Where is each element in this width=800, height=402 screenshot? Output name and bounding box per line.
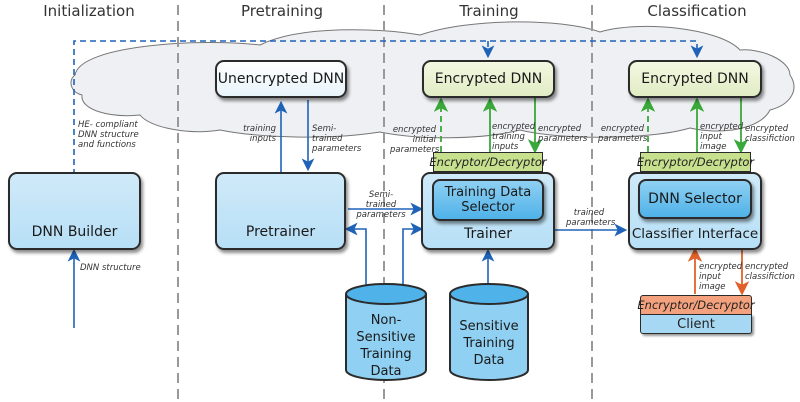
- enc-training-inputs-label: encrypted training inputs: [492, 122, 536, 152]
- sensitive-data-cylinder: [449, 283, 529, 381]
- unencrypted-dnn-box: Unencrypted DNN: [215, 60, 347, 98]
- enc-input-image-label: encrypted input image: [700, 122, 744, 152]
- client-encryptor-decryptor: Encryptor/Decryptor: [637, 295, 755, 315]
- pretrainer-label: Pretrainer: [245, 224, 316, 240]
- semi-trained-right-label: Semi-trained parameters: [356, 190, 406, 220]
- dnn-selector-box: DNN Selector: [638, 179, 752, 219]
- sensitive-data-label: Sensitive Training Data: [459, 319, 519, 368]
- encrypted-dnn-training-box: Encrypted DNN: [422, 60, 555, 98]
- phase-initialization: Initialization: [43, 2, 135, 20]
- phase-pretraining: Pretraining: [241, 2, 323, 20]
- pretrainer-box: Pretrainer: [215, 172, 346, 250]
- enc-parameters-class-label: encrypted parameters: [598, 124, 648, 144]
- encrypted-dnn-label: Encrypted DNN: [641, 71, 749, 87]
- enc-classification-label: encrypted classifiction: [745, 124, 795, 144]
- unencrypted-dnn-label: Unencrypted DNN: [217, 71, 345, 87]
- trained-parameters-label: trained parameters: [566, 208, 616, 228]
- training-data-selector-label: Training Data Selector: [444, 185, 532, 215]
- he-compliant-label: HE- compliant DNN structure and function…: [78, 120, 139, 150]
- phase-classification: Classification: [647, 2, 747, 20]
- encryptor-decryptor-training: Encryptor/Decryptor: [429, 152, 547, 172]
- phase-training: Training: [459, 2, 519, 20]
- dnn-builder-box: DNN Builder: [8, 172, 141, 250]
- encrypted-dnn-label: Encrypted DNN: [434, 71, 543, 87]
- semi-trained-up-label: Semi-trained parameters: [312, 124, 362, 154]
- training-inputs-label: training inputs: [243, 124, 276, 144]
- dnn-builder-label: DNN Builder: [31, 224, 118, 240]
- client-enc-classification-label: encrypted classifiction: [745, 262, 795, 282]
- enc-parameters-training-label: encrypted parameters: [538, 124, 588, 144]
- non-sensitive-to-trainer-arrow: [402, 222, 424, 288]
- non-sensitive-data-label: Non-Sensitive Training Data: [356, 313, 416, 379]
- enc-initial-params-label: encrypted initial parameters: [390, 125, 440, 155]
- training-data-selector-box: Training Data Selector: [432, 179, 544, 221]
- dnn-structure-label: DNN structure: [80, 263, 141, 273]
- client-box: Client: [640, 314, 752, 334]
- classifier-interface-label: Classifier Interface: [631, 226, 759, 242]
- encrypted-dnn-classification-box: Encrypted DNN: [628, 60, 762, 98]
- non-sensitive-data-cylinder: [345, 283, 427, 381]
- encryptor-decryptor-classification: Encryptor/Decryptor: [637, 152, 754, 172]
- client-enc-input-image-label: encrypted input image: [699, 262, 743, 292]
- non-sensitive-to-pretrainer-arrow: [344, 222, 367, 288]
- dnn-selector-label: DNN Selector: [648, 191, 742, 207]
- trainer-label: Trainer: [464, 226, 512, 242]
- he-compliant-arrow: [73, 40, 704, 175]
